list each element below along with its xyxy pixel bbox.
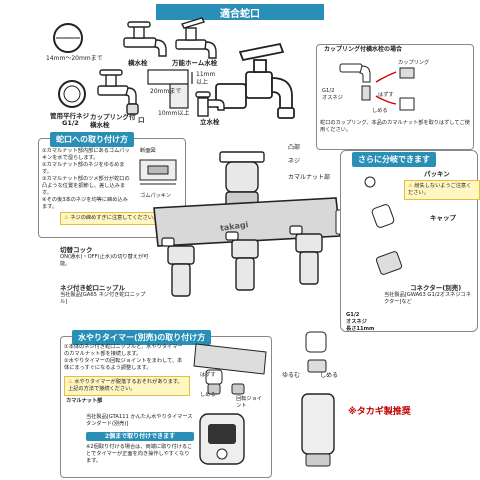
kamaru-label: カマルナット部: [288, 174, 331, 181]
tachi-label: 立水栓: [200, 118, 220, 126]
main-faucet-icon: [215, 42, 295, 119]
warning-icon: ⚠: [68, 379, 73, 385]
coupling-case-note: 蛇口のカップリング、本品のカマルナット部を取りはずしてご使用ください。: [320, 120, 470, 133]
timer-device-illustration: [199, 413, 245, 465]
cross-section-icon: [139, 159, 177, 185]
install-step: ②カマルナット部のネジをゆるめます。: [42, 162, 125, 175]
timer-warning-text: 水やりタイマーが脱落するおそれがあります。上記の方法で接続ください。: [68, 379, 183, 392]
pipe-thread-icon: [58, 80, 86, 108]
cock-title: 切替コック: [60, 246, 93, 254]
coupling-case-illustration: [339, 63, 415, 111]
size-range-label: 14mm〜20mmまで: [46, 55, 103, 62]
recommend-note: ※タカギ製推奨: [348, 404, 411, 417]
tachi-faucet-icon: [195, 91, 225, 117]
joint-label: 回転ジョイント: [236, 396, 262, 409]
dimension-diagram: [147, 69, 193, 109]
cock-desc: ON(通水)・OFF(止水)の切り替えが可能。: [60, 254, 149, 267]
install-step: ④その後3本のネジを均等に締め込みます。: [42, 197, 128, 210]
coupling-case-title: カップリング付横水栓の場合: [324, 46, 403, 53]
coupling-male-label: G1/2 オスネジ: [322, 88, 343, 101]
loosen-label: ゆるむ: [282, 372, 301, 379]
nipple-title: ネジ付き蛇口ニップル: [60, 284, 125, 292]
tighten-label: しめる: [320, 372, 339, 379]
timer-hazusu-label: はずす: [200, 372, 216, 378]
yoko-faucet-icon: [123, 21, 167, 57]
connector-label: コネクター(別売): [410, 284, 462, 292]
install-step: ③カマルナット部のツメ部分が蛇口の凸ような位置を調節し、差し込みます。: [42, 176, 130, 196]
timer-step: ②水やりタイマーの回転ジョイントをまわして、本体にまっすぐになるよう調整します。: [64, 358, 183, 371]
faucet-illustrations: [53, 17, 295, 119]
timer-product: 当社製品[GTA111 かんたん水やりタイマースタンダード(別売)]: [86, 414, 193, 427]
pipe-label: 管用平行ネジ: [50, 112, 89, 120]
timer-kamaru-label: カマルナット部: [66, 398, 103, 404]
hose-connector-illustration: [301, 331, 335, 467]
bannou-faucet-icon: [175, 17, 217, 59]
timer-step: ①本体のネジ付き蛇口ニップルと、水やりタイマーのカマルナット部を接続します。: [64, 344, 183, 357]
recommend-text: ※タカギ製推奨: [348, 407, 411, 417]
timer-warning: ⚠ 水やりタイマーが脱落するおそれがあります。上記の方法で接続ください。: [64, 376, 190, 396]
dim-11-sub-label: 以上: [196, 79, 209, 86]
packing-warning-text: 紛失しないようご注意ください。: [408, 183, 472, 196]
install-step: ①カマルナット部内部にあるゴムパッキンを水で湿らします。: [42, 148, 130, 161]
coupling-shimeru-label: しめる: [372, 108, 388, 114]
timer-two-desc: ※2個取り付ける場合は、両端に取り付けることでタイマーが正面を向き操作しやすくな…: [86, 444, 193, 464]
male-thread-label: G1/2 オスネジ 長さ11mm: [346, 312, 375, 332]
timer-connection-illustration: [193, 343, 267, 395]
neji-label: ネジ: [288, 158, 301, 165]
install-warning-text: ネジの締めすぎに注意してください。: [70, 215, 159, 221]
dim-11-label: 11mm: [196, 71, 216, 78]
timer-two-title: 2個まで取り付けできます: [86, 432, 194, 441]
cross-section-label: 断面図: [140, 148, 156, 154]
packing-warning: ⚠ 紛失しないようご注意ください。: [404, 180, 480, 200]
branch-illustration: [364, 176, 403, 275]
dim-20-label: 20mmまで: [150, 88, 182, 95]
gom-packing-label: ゴムパッキン: [140, 193, 171, 199]
cap-label: キャップ: [430, 214, 456, 222]
packing-label: パッキン: [424, 170, 450, 178]
pipe-size-label: G1/2: [62, 119, 79, 127]
coupling-label: カップリング: [398, 60, 430, 66]
dim-10-label: 10mm以上: [158, 110, 190, 117]
product-illustration: [153, 151, 347, 297]
size-range-icon: [53, 23, 83, 53]
install-steps: ①カマルナット部内部にあるゴムパッキンを水で湿らします。 ②カマルナット部のネジ…: [42, 148, 132, 211]
yoko-label: 横水栓: [128, 59, 148, 67]
header-title: 適合蛇口: [156, 4, 324, 20]
coupling-hazusu-label: はずす: [378, 92, 394, 98]
timer-shimeru-label: しめる: [200, 392, 216, 398]
coupling-case-box: [316, 44, 474, 150]
coupling-faucet-icon: [97, 69, 139, 115]
connector-desc: 当社製品[GWA63 G1/2オスネジコネクター]など: [384, 292, 471, 305]
bannou-label: 万能ホーム水栓: [172, 59, 218, 67]
nipple-desc: 当社製品[GA65 ネジ付き蛇口ニップル]: [60, 292, 146, 305]
branch-title: さらに分岐できます: [352, 152, 436, 167]
coupling-faucet-label: カップリング付横水栓: [90, 113, 136, 129]
mouth-label: 口: [138, 116, 145, 124]
timer-title: 水やりタイマー(別売)の取り付け方: [72, 330, 212, 345]
install-title: 蛇口への取り付け方: [50, 132, 134, 147]
warning-icon: ⚠: [408, 183, 413, 189]
warning-icon: ⚠: [64, 215, 69, 221]
totsubu-label: 凸部: [288, 144, 301, 151]
timer-steps: ①本体のネジ付き蛇口ニップルと、水やりタイマーのカマルナット部を接続します。 ②…: [64, 344, 184, 372]
